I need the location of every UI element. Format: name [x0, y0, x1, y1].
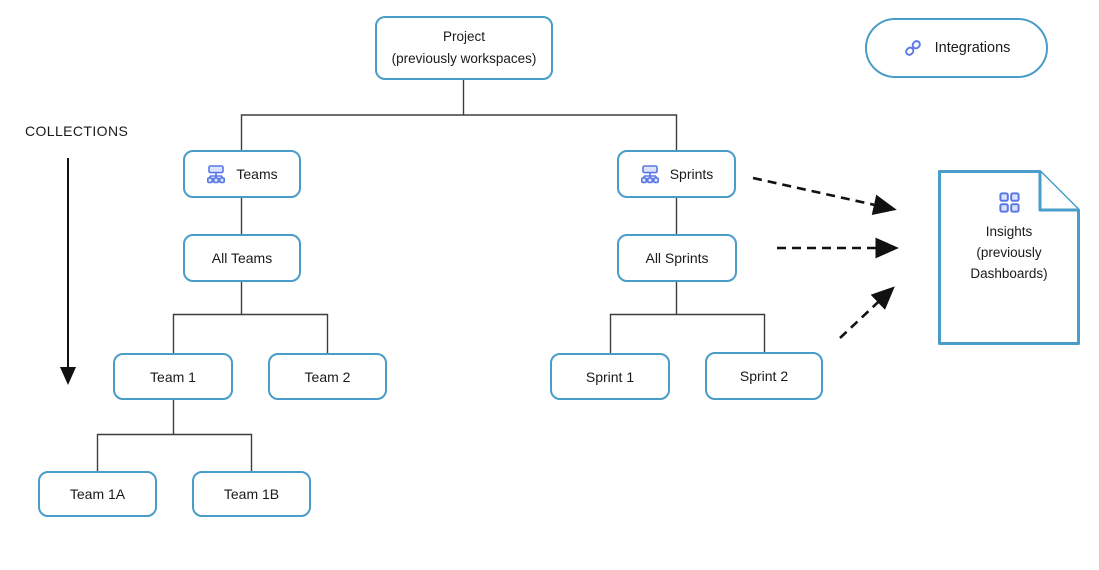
grid-icon	[998, 192, 1020, 213]
node-all-sprints-label: All Sprints	[645, 250, 709, 266]
node-sprints: Sprints	[617, 150, 736, 198]
org-chart-icon	[206, 164, 226, 184]
node-team1a: Team 1A	[38, 471, 157, 517]
node-project: Project (previously workspaces)	[375, 16, 553, 80]
node-sprint1: Sprint 1	[550, 353, 670, 400]
collections-label: COLLECTIONS	[25, 123, 129, 139]
node-sprint2-label: Sprint 2	[739, 368, 789, 384]
node-team2: Team 2	[268, 353, 387, 400]
node-team1-label: Team 1	[150, 368, 196, 385]
sprints-to-insights-arrow	[752, 176, 897, 215]
node-sprints-label: Sprints	[669, 166, 714, 182]
node-project-line1: Project	[442, 28, 486, 44]
insights-document: Insights (previously Dashboards)	[940, 192, 1078, 285]
insights-line3: Dashboards)	[970, 265, 1048, 281]
document-shape	[938, 170, 1080, 345]
node-team1a-label: Team 1A	[69, 486, 126, 502]
node-team1b-label: Team 1B	[223, 486, 280, 502]
node-sprint1-label: Sprint 1	[585, 368, 635, 385]
node-teams-label: Teams	[236, 166, 278, 182]
node-team1b: Team 1B	[192, 471, 311, 517]
dashed-arrows	[752, 176, 899, 339]
node-integrations: Integrations	[865, 18, 1048, 78]
tree-connectors	[96, 80, 766, 471]
node-team1: Team 1	[113, 353, 233, 400]
node-team2-label: Team 2	[304, 368, 351, 385]
node-sprint2: Sprint 2	[705, 352, 823, 400]
insights-label: Insights (previously Dashboards)	[970, 222, 1047, 285]
insights-line1: Insights	[985, 224, 1033, 239]
node-teams: Teams	[183, 150, 301, 198]
org-chart-icon	[640, 164, 660, 184]
node-all-teams: All Teams	[183, 234, 301, 282]
sprint2-to-insights-arrow	[839, 286, 895, 339]
node-all-sprints: All Sprints	[617, 234, 737, 282]
node-integrations-label: Integrations	[934, 40, 1011, 56]
link-icon	[903, 38, 923, 58]
node-project-line2: (previously workspaces)	[391, 50, 537, 66]
insights-line2: (previously	[976, 244, 1042, 260]
node-all-teams-label: All Teams	[211, 250, 273, 266]
